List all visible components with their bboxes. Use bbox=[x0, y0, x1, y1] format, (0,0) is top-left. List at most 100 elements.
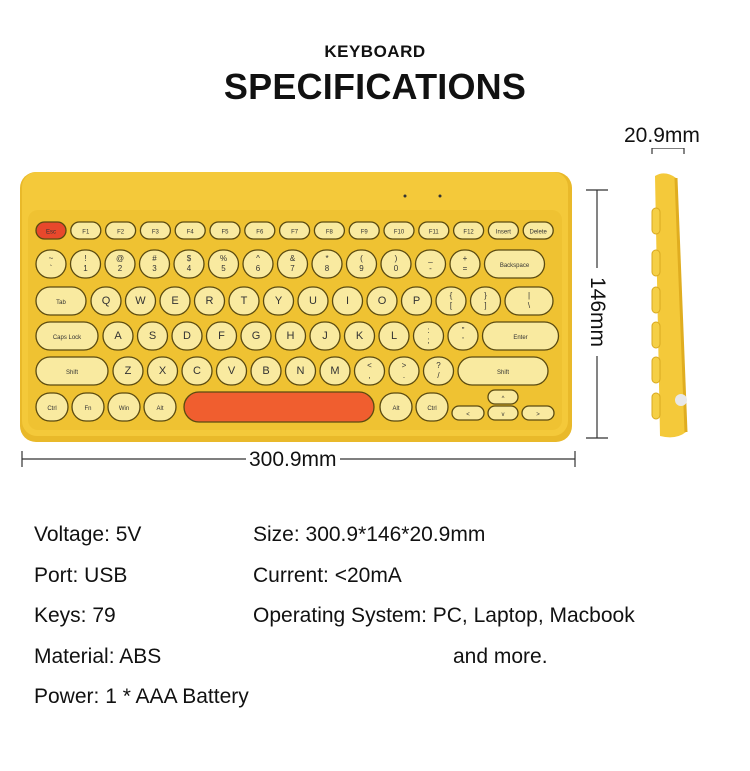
key-label: ! bbox=[84, 254, 86, 263]
key-label: F10 bbox=[394, 230, 405, 236]
key-label: 0 bbox=[394, 264, 399, 273]
side-keycap bbox=[651, 286, 661, 314]
key-row3: K bbox=[343, 321, 376, 351]
key-label: = bbox=[463, 264, 468, 273]
key-row1: #3 bbox=[138, 249, 171, 279]
side-keycap bbox=[651, 356, 661, 384]
spacebar bbox=[183, 391, 375, 423]
key-row3: S bbox=[136, 321, 169, 351]
key-f11: F11 bbox=[418, 221, 450, 240]
key-label: # bbox=[152, 254, 157, 263]
key-label: Ctrl bbox=[427, 406, 436, 412]
spec-os-continued: and more. bbox=[453, 645, 548, 668]
key-label: Alt bbox=[392, 406, 399, 412]
key-label: { bbox=[450, 291, 453, 300]
key-row1: @2 bbox=[104, 249, 136, 279]
key-row2: P bbox=[400, 286, 433, 316]
key-label: 2 bbox=[118, 264, 123, 273]
key-label: 7 bbox=[290, 264, 295, 273]
key-label: Insert bbox=[496, 230, 511, 236]
key-f2: F2 bbox=[104, 221, 137, 240]
key-row1: ~` bbox=[35, 249, 67, 279]
key-win: Win bbox=[107, 392, 141, 422]
side-keycap bbox=[651, 207, 661, 235]
side-keycap bbox=[651, 392, 661, 420]
spec-os: Operating System: PC, Laptop, Macbook bbox=[253, 604, 635, 627]
key-label: _ bbox=[427, 254, 433, 263]
key-row2: Q bbox=[90, 286, 122, 316]
key-label: Ctrl bbox=[47, 406, 56, 412]
key-f10: F10 bbox=[383, 221, 415, 240]
key-label: I bbox=[346, 295, 349, 307]
key-row4: >. bbox=[388, 356, 420, 386]
thickness-label: 20.9mm bbox=[624, 124, 700, 148]
key-label: L bbox=[391, 330, 397, 342]
key-label: ' bbox=[462, 336, 464, 345]
arrow-left-key: < bbox=[451, 405, 485, 421]
key-label: Enter bbox=[513, 335, 527, 341]
key-fn: Fn bbox=[71, 392, 105, 422]
key-row1: !1 bbox=[69, 249, 102, 279]
key-f5: F5 bbox=[209, 221, 241, 240]
key-label: C bbox=[193, 365, 201, 377]
key-f12: F12 bbox=[452, 221, 485, 240]
key-row3: L bbox=[378, 321, 410, 351]
key-label: S bbox=[149, 330, 156, 342]
key-label: + bbox=[463, 254, 468, 263]
key-insert: Insert bbox=[487, 221, 520, 240]
key-label: F4 bbox=[187, 230, 195, 236]
key-label: F bbox=[218, 330, 225, 342]
key-row2: I bbox=[331, 286, 364, 316]
key-label: N bbox=[297, 365, 305, 377]
key-row3: F bbox=[205, 321, 238, 351]
key-row4: <, bbox=[353, 356, 386, 386]
key-row2: U bbox=[297, 286, 329, 316]
key-label: ^ bbox=[502, 396, 505, 402]
key-label: ) bbox=[395, 254, 398, 263]
key-label: F12 bbox=[463, 230, 474, 236]
side-keycap bbox=[651, 249, 661, 277]
key-label: Delete bbox=[530, 230, 548, 236]
key-label: F11 bbox=[429, 230, 440, 236]
key-label: Tab bbox=[56, 300, 66, 306]
key-delete: Delete bbox=[522, 221, 554, 240]
key-row4: C bbox=[181, 356, 213, 386]
key-f1: F1 bbox=[70, 221, 102, 240]
key-label: Alt bbox=[156, 406, 163, 412]
key-label: F1 bbox=[82, 230, 90, 236]
key-label: F6 bbox=[256, 230, 264, 236]
key-row1: &7 bbox=[276, 249, 309, 279]
key-label: ] bbox=[484, 301, 486, 310]
key-caps-lock: Caps Lock bbox=[35, 321, 99, 351]
key-label: K bbox=[356, 330, 364, 342]
key-label: P bbox=[413, 295, 420, 307]
key-alt: Alt bbox=[143, 392, 177, 422]
key-row2: }] bbox=[469, 286, 502, 316]
key-label: A bbox=[114, 330, 122, 342]
key-f6: F6 bbox=[244, 221, 276, 240]
key-row4: X bbox=[146, 356, 179, 386]
key-label: & bbox=[290, 254, 296, 263]
key-row3: J bbox=[309, 321, 341, 351]
key-label: 1 bbox=[83, 264, 88, 273]
key-label: F7 bbox=[291, 230, 299, 236]
key-tab: Tab bbox=[35, 286, 87, 316]
key-label: / bbox=[437, 371, 440, 380]
spec-voltage: Voltage: 5V bbox=[34, 523, 142, 546]
key-row4: Z bbox=[112, 356, 144, 386]
key-row2: E bbox=[159, 286, 191, 316]
key-label: Q bbox=[102, 295, 111, 307]
key-label: W bbox=[135, 295, 146, 307]
spec-keys: Keys: 79 bbox=[34, 604, 116, 627]
arrow-right-key: > bbox=[521, 405, 555, 421]
key-row4: B bbox=[250, 356, 282, 386]
key-label: Win bbox=[119, 406, 129, 412]
key-ctrl: Ctrl bbox=[35, 392, 69, 422]
key-label: F5 bbox=[221, 230, 229, 236]
key-row2: W bbox=[124, 286, 157, 316]
spec-material: Material: ABS bbox=[34, 645, 162, 668]
key-row4: V bbox=[215, 356, 248, 386]
key-ctrl: Ctrl bbox=[415, 392, 449, 422]
key-label: ; bbox=[427, 336, 429, 345]
